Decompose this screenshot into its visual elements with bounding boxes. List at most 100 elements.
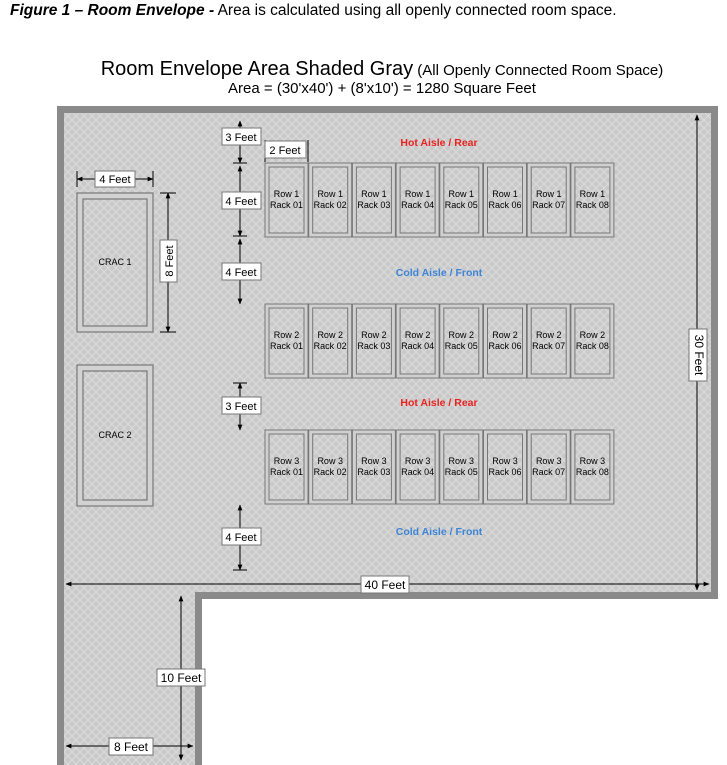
crac-2-label: CRAC 2 [98,430,131,440]
rack-number-label: Rack 03 [357,341,390,351]
rack-row-label: Row 2 [492,330,518,340]
rack-row-label: Row 1 [492,189,518,199]
hot-aisle-2-label: Hot Aisle / Rear [400,397,477,409]
svg-text:4 Feet: 4 Feet [225,532,256,544]
rack-row-label: Row 2 [274,330,300,340]
rack-number-label: Rack 06 [488,467,521,477]
rack-number-label: Rack 05 [445,467,478,477]
rack-row-label: Row 1 [361,189,387,199]
hot-aisle-1-label: Hot Aisle / Rear [400,137,477,149]
rack-row-label: Row 3 [361,456,387,466]
crac-2: CRAC 2 [76,364,154,507]
diagram-title-sub: (All Openly Connected Room Space) [413,62,664,79]
rack-number-label: Rack 03 [357,200,390,210]
dim-rack-gap: 2 Feet [264,140,307,159]
area-formula: Area = (30'x40') + (8'x10') = 1280 Squar… [228,80,536,97]
dim-cold-aisle: 4 Feet [221,262,262,281]
rack-number-label: Rack 02 [314,200,347,210]
rack-number-label: Rack 05 [445,200,478,210]
rack-number-label: Rack 03 [357,467,390,477]
cold-aisle-2-label: Cold Aisle / Front [396,526,483,538]
rack-number-label: Rack 07 [532,200,565,210]
rack-row-label: Row 3 [492,456,518,466]
dim-annex-depth: 10 Feet [156,595,206,761]
figure-caption: Figure 1 – Room Envelope - Area is calcu… [10,2,722,20]
rack-row-label: Row 3 [274,456,300,466]
rack-row-label: Row 1 [405,189,431,199]
rack-number-label: Rack 07 [532,341,565,351]
svg-text:4 Feet: 4 Feet [99,174,130,186]
rack-number-label: Rack 04 [401,341,434,351]
rack-number-label: Rack 05 [445,341,478,351]
dim-annex-width: 8 Feet [65,737,194,756]
svg-text:2 Feet: 2 Feet [269,145,300,157]
rack-number-label: Rack 02 [314,467,347,477]
svg-text:4 Feet: 4 Feet [225,267,256,279]
rack-number-label: Rack 07 [532,467,565,477]
rack-row-label: Row 3 [405,456,431,466]
rack-number-label: Rack 08 [576,341,609,351]
rack-row-label: Row 3 [580,456,606,466]
rack-row-label: Row 1 [449,189,475,199]
rack-number-label: Rack 04 [401,467,434,477]
svg-text:8 Feet: 8 Feet [164,245,176,276]
rack-row-label: Row 2 [580,330,606,340]
svg-text:40 Feet: 40 Feet [365,578,406,592]
rack-row-label: Row 1 [317,189,343,199]
dim-crac-width: 4 Feet [76,170,154,188]
svg-text:3 Feet: 3 Feet [225,132,256,144]
rack-number-label: Rack 04 [401,200,434,210]
cold-aisle-1-label: Cold Aisle / Front [396,267,483,279]
rack-number-label: Rack 02 [314,341,347,351]
rack-row-label: Row 1 [274,189,300,199]
diagram-title: Room Envelope Area Shaded Gray (All Open… [0,58,727,81]
rack-number-label: Rack 01 [270,200,303,210]
caption-lead: Figure 1 – Room Envelope - [10,2,215,19]
dim-room-depth: 30 Feet [688,114,708,591]
dim-hot-top: 3 Feet [221,127,262,146]
dim-cold-bottom: 4 Feet [221,527,262,546]
svg-text:10 Feet: 10 Feet [161,671,202,685]
rack-row-label: Row 3 [317,456,343,466]
dim-room-width: 40 Feet [65,575,710,594]
rack-number-label: Rack 01 [270,341,303,351]
diagram-title-main: Room Envelope Area Shaded Gray [100,58,414,80]
rack-row-label: Row 2 [449,330,475,340]
dim-hot-mid: 3 Feet [221,396,262,415]
crac-1-label: CRAC 1 [98,257,131,267]
rack-number-label: Rack 08 [576,467,609,477]
rack-number-label: Rack 08 [576,200,609,210]
rack-row-label: Row 3 [449,456,475,466]
rack-row-label: Row 2 [536,330,562,340]
rack-row-label: Row 2 [405,330,431,340]
rack-row-label: Row 2 [317,330,343,340]
svg-text:3 Feet: 3 Feet [225,401,256,413]
rack-row-label: Row 1 [580,189,606,199]
crac-1: CRAC 1 [76,192,154,333]
svg-text:8 Feet: 8 Feet [114,740,149,754]
svg-text:30 Feet: 30 Feet [692,335,706,376]
